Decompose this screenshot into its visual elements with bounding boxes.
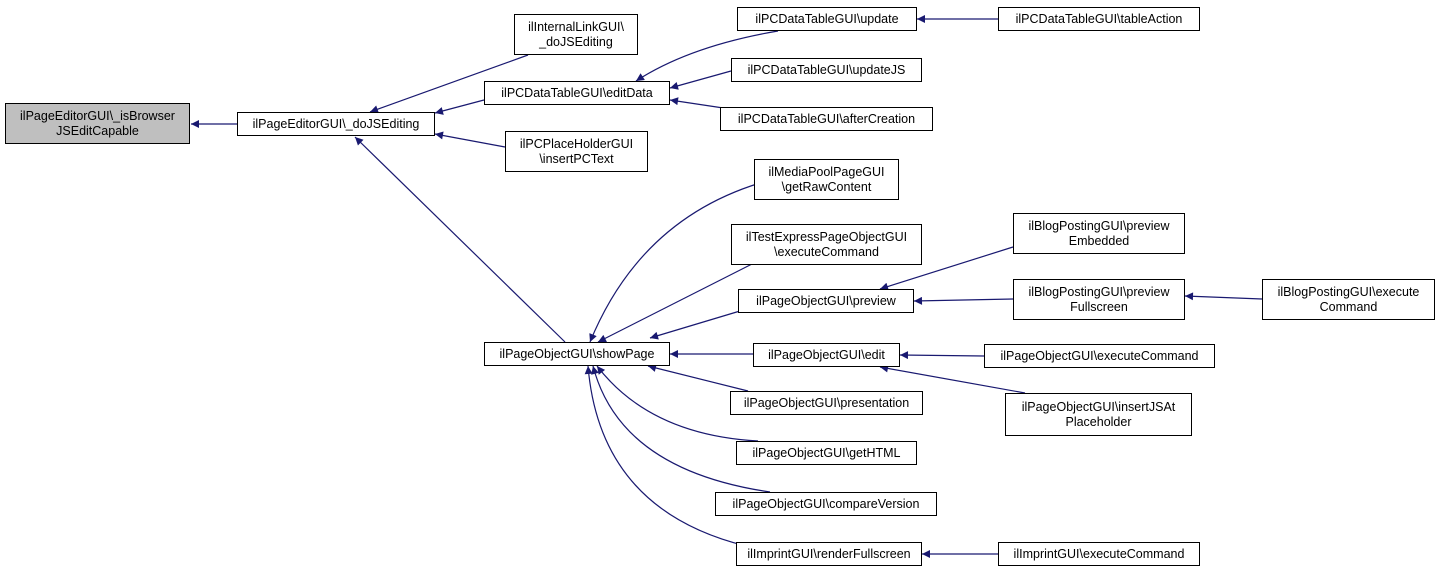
node-ilpageobjectgui-executecommand[interactable]: ilPageObjectGUI\executeCommand (984, 344, 1215, 368)
edge-preview-to-showpage (649, 310, 741, 340)
edge-updatejs-to-editdata (669, 70, 732, 90)
node-label: ilPageObjectGUI\executeCommand (1000, 348, 1199, 363)
edge-update-to-editdata (635, 30, 779, 82)
edge-imprint-to-showpage (584, 365, 747, 547)
edge-poexec-to-edit (899, 351, 985, 360)
node-ilpcdatatablegui-tableaction[interactable]: ilPCDataTableGUI\tableAction (998, 7, 1200, 31)
node-ilblogpostinggui-previewembedded[interactable]: ilBlogPostingGUI\preview Embedded (1013, 213, 1185, 254)
node-label: ilInternalLinkGUI\ (528, 19, 624, 34)
node-ilblogpostinggui-executecommand[interactable]: ilBlogPostingGUI\execute Command (1262, 279, 1435, 320)
node-ilpageobjectgui-preview[interactable]: ilPageObjectGUI\preview (738, 289, 914, 313)
node-label: ilPageObjectGUI\showPage (499, 346, 655, 361)
node-label: \executeCommand (774, 244, 879, 259)
node-ilpcdatatablegui-update[interactable]: ilPCDataTableGUI\update (737, 7, 917, 31)
node-ilinternallinkgui-dojsediting[interactable]: ilInternalLinkGUI\ _doJSEditing (514, 14, 638, 55)
node-label: ilPCPlaceHolderGUI (519, 136, 634, 151)
node-label: ilPageObjectGUI\presentation (743, 395, 910, 410)
node-label: ilMediaPoolPageGUI (768, 164, 885, 179)
node-label: ilPCDataTableGUI\afterCreation (737, 111, 916, 126)
node-label: ilPageObjectGUI\compareVersion (732, 496, 920, 511)
node-label: ilImprintGUI\executeCommand (1013, 546, 1185, 561)
edge-blogexec-to-blogfull (1184, 292, 1263, 301)
edge-mediapool-to-showpage (589, 182, 761, 343)
node-label: ilPageObjectGUI\getHTML (752, 445, 901, 460)
node-label: ilPCDataTableGUI\update (755, 11, 899, 26)
node-label: JSEditCapable (56, 123, 139, 138)
node-ilimprintgui-executecommand[interactable]: ilImprintGUI\executeCommand (998, 542, 1200, 566)
node-label: ilPCDataTableGUI\tableAction (1015, 11, 1183, 26)
node-ilpageobjectgui-presentation[interactable]: ilPageObjectGUI\presentation (730, 391, 923, 415)
node-ilpcdatatablegui-editdata[interactable]: ilPCDataTableGUI\editData (484, 81, 670, 105)
node-ilpageeditorgui-isbrowserjseditcapable: ilPageEditorGUI\_isBrowser JSEditCapable (5, 103, 190, 144)
node-label: ilTestExpressPageObjectGUI (745, 229, 908, 244)
node-ilpageeditorgui-dojsediting[interactable]: ilPageEditorGUI\_doJSEditing (237, 112, 435, 136)
node-label: ilPageObjectGUI\edit (768, 347, 885, 362)
node-label: ilPageEditorGUI\_doJSEditing (252, 116, 420, 131)
node-label: ilPageEditorGUI\_isBrowser (20, 108, 175, 123)
node-ilpageobjectgui-gethtml[interactable]: ilPageObjectGUI\getHTML (736, 441, 917, 465)
edge-showpage-to-dojs (354, 136, 566, 343)
edge-testexpress-to-showpage (597, 263, 753, 343)
node-ilblogpostinggui-previewfullscreen[interactable]: ilBlogPostingGUI\preview Fullscreen (1013, 279, 1185, 320)
node-label: \getRawContent (781, 179, 872, 194)
node-ilpageobjectgui-edit[interactable]: ilPageObjectGUI\edit (753, 343, 900, 367)
node-ilmediapoolpagegui-getrawcontent[interactable]: ilMediaPoolPageGUI \getRawContent (754, 159, 899, 200)
node-label: ilImprintGUI\renderFullscreen (747, 546, 911, 561)
node-label: ilPageObjectGUI\preview (756, 293, 896, 308)
edge-gethtml-to-showpage (596, 365, 759, 442)
node-ilimprintgui-renderfullscreen[interactable]: ilImprintGUI\renderFullscreen (736, 542, 922, 566)
node-label: ilPageObjectGUI\insertJSAt (1021, 399, 1176, 414)
node-label: ilPCDataTableGUI\editData (501, 85, 653, 100)
node-ilpcdatatablegui-aftercreation[interactable]: ilPCDataTableGUI\afterCreation (720, 107, 933, 131)
node-label: ilBlogPostingGUI\execute (1277, 284, 1420, 299)
edge-editdata-to-dojs (434, 99, 485, 115)
edge-compare-to-showpage (591, 365, 771, 493)
node-label: Placeholder (1065, 414, 1132, 429)
node-label: ilBlogPostingGUI\preview (1028, 284, 1170, 299)
node-ilpageobjectgui-compareversion[interactable]: ilPageObjectGUI\compareVersion (715, 492, 937, 516)
node-label: Embedded (1068, 233, 1130, 248)
node-ilpcdatatablegui-updatejs[interactable]: ilPCDataTableGUI\updateJS (731, 58, 922, 82)
edge-placeholder-to-dojs (434, 131, 506, 148)
edge-insertjs-to-edit (879, 364, 1026, 394)
edge-presentation-to-showpage (647, 364, 749, 392)
node-label: Fullscreen (1070, 299, 1128, 314)
node-ilpageobjectgui-showpage[interactable]: ilPageObjectGUI\showPage (484, 342, 670, 366)
node-label: Command (1319, 299, 1378, 314)
node-label: \insertPCText (539, 151, 614, 166)
node-label: _doJSEditing (539, 34, 613, 49)
edge-blogfull-to-preview (913, 296, 1014, 305)
node-label: ilBlogPostingGUI\preview (1028, 218, 1170, 233)
edge-blogembedded-to-preview (879, 246, 1014, 291)
node-ilpcplaceholdergui-insertpctext[interactable]: ilPCPlaceHolderGUI \insertPCText (505, 131, 648, 172)
edge-internallink-to-dojs (369, 54, 529, 114)
node-label: ilPCDataTableGUI\updateJS (747, 62, 906, 77)
node-iltestexpresspageobjectgui-executecommand[interactable]: ilTestExpressPageObjectGUI \executeComma… (731, 224, 922, 265)
node-ilpageobjectgui-insertjsatplaceholder[interactable]: ilPageObjectGUI\insertJSAt Placeholder (1005, 393, 1192, 436)
